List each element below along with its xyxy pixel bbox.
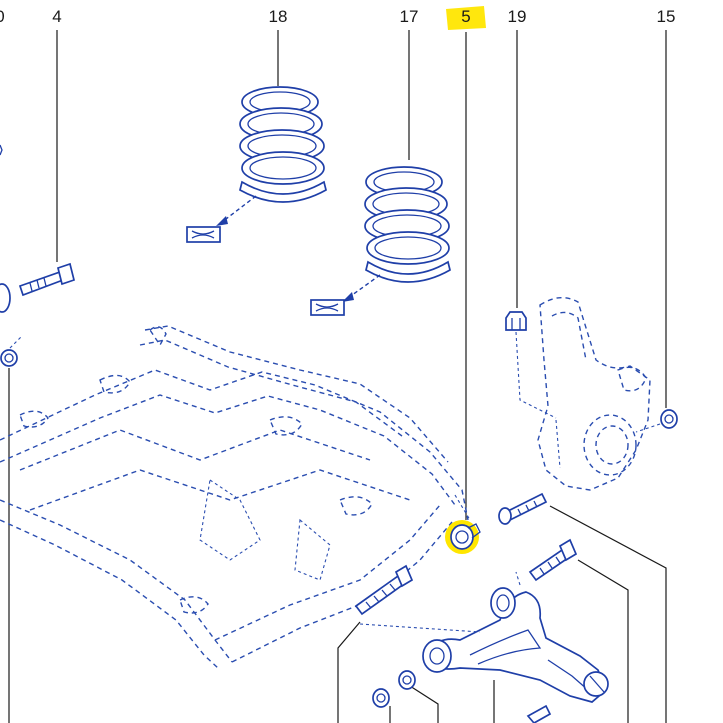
bushing-5 [445, 520, 481, 554]
callout-0: 0 [0, 7, 5, 26]
nut-19 [505, 311, 557, 419]
nut-15 [635, 409, 678, 433]
lower-control-arm [359, 571, 609, 703]
bolt-left [354, 564, 414, 616]
subframe [0, 325, 471, 669]
leader-washer [409, 685, 439, 723]
coil-spring-17 [310, 166, 451, 316]
coil-spring-18 [186, 86, 327, 243]
callout-4: 4 [52, 7, 61, 26]
nut-bottom [372, 688, 390, 708]
bolt-lower-arm [528, 538, 578, 582]
leader-bolt-left [337, 621, 361, 723]
callout-15: 15 [657, 7, 676, 26]
callout-5: 5 [461, 7, 470, 26]
bolt-upper-arm [498, 492, 548, 525]
washer [398, 670, 416, 690]
leader-bolt-lower [577, 559, 629, 723]
callout-19: 19 [508, 7, 527, 26]
leader-bolt-upper [549, 505, 667, 723]
callout-5-highlight [446, 6, 486, 30]
leader-lines [8, 30, 667, 723]
bolt-bottom [526, 704, 552, 723]
callout-18: 18 [269, 7, 288, 26]
left-bushing [0, 349, 18, 367]
steering-knuckle [537, 297, 651, 491]
callout-17: 17 [400, 7, 419, 26]
bolt-4 [0, 144, 76, 367]
